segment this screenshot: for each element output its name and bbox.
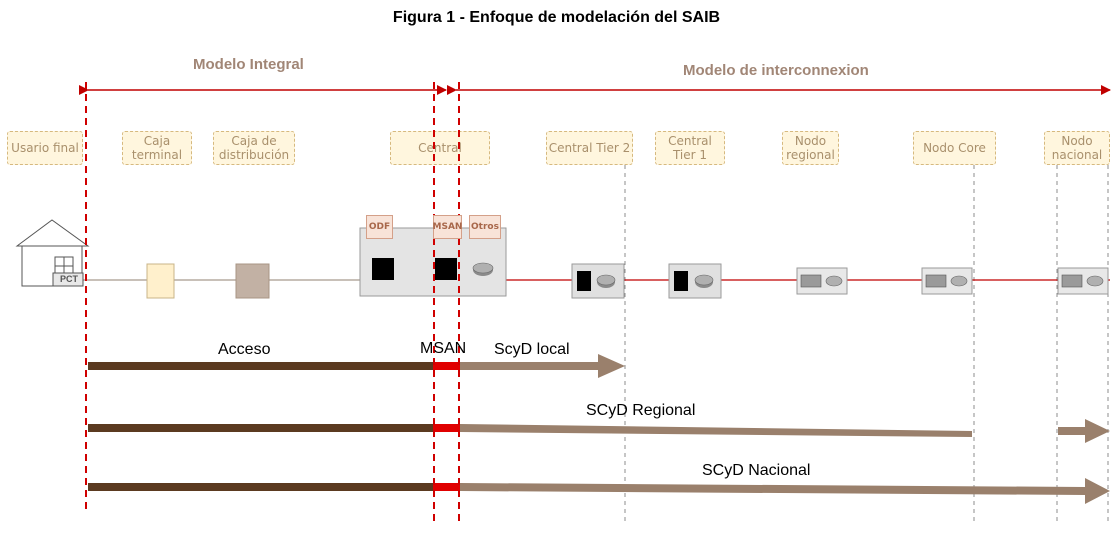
tier2-equipment	[571, 263, 625, 299]
node-label-central-tier1: Central Tier 1	[655, 131, 725, 165]
caja-terminal-box	[146, 263, 175, 299]
regional-node-equipment	[796, 267, 848, 295]
odf-equipment	[372, 258, 394, 280]
segment-label-scyd-regional: SCyD Regional	[586, 402, 696, 419]
segment-label-msan: MSAN	[420, 340, 467, 357]
core-node-equipment	[921, 267, 973, 295]
region-label-interconnection: Modelo de interconnexion	[683, 62, 869, 79]
acceso-bar-2	[88, 424, 433, 432]
region-label-integral: Modelo Integral	[193, 56, 304, 73]
node-label-nodo-nacional: Nodo nacional	[1044, 131, 1110, 165]
node-label-central: Central	[390, 131, 490, 165]
msan-bar-1	[433, 362, 460, 370]
central-label-odf: ODF	[366, 215, 393, 239]
figure-title: Figura 1 - Enfoque de modelación del SAI…	[392, 9, 721, 26]
otros-router-icon	[472, 262, 494, 276]
nacional-node-equipment	[1057, 267, 1109, 295]
segment-label-acceso: Acceso	[218, 341, 271, 358]
msan-equipment	[435, 258, 457, 280]
msan-bar-3	[433, 483, 460, 491]
caja-distribucion-box	[235, 263, 270, 299]
segment-label-scyd-local: ScyD local	[494, 341, 570, 358]
node-label-caja-distribucion: Caja de distribución	[213, 131, 295, 165]
central-label-msan: MSAN	[433, 215, 462, 239]
node-label-usuario-final: Usario final	[7, 131, 83, 165]
node-label-nodo-core: Nodo Core	[913, 131, 996, 165]
central-label-otros: Otros	[469, 215, 501, 239]
scyd-nacional-arrow	[460, 478, 1110, 504]
segment-label-scyd-nacional: SCyD Nacional	[702, 462, 811, 479]
node-label-central-tier2: Central Tier 2	[546, 131, 633, 165]
node-label-nodo-regional: Nodo regional	[782, 131, 839, 165]
acceso-bar-1	[88, 362, 433, 370]
house-icon	[15, 219, 90, 287]
scyd-regional-arrow-tail	[1058, 419, 1110, 443]
scyd-regional-bar	[460, 424, 972, 437]
node-label-caja-terminal: Caja terminal	[122, 131, 192, 165]
scyd-local-arrow	[460, 354, 625, 378]
tier1-equipment	[668, 263, 722, 299]
acceso-bar-3	[88, 483, 433, 491]
msan-bar-2	[433, 424, 460, 432]
pct-label: PCT	[60, 274, 78, 284]
